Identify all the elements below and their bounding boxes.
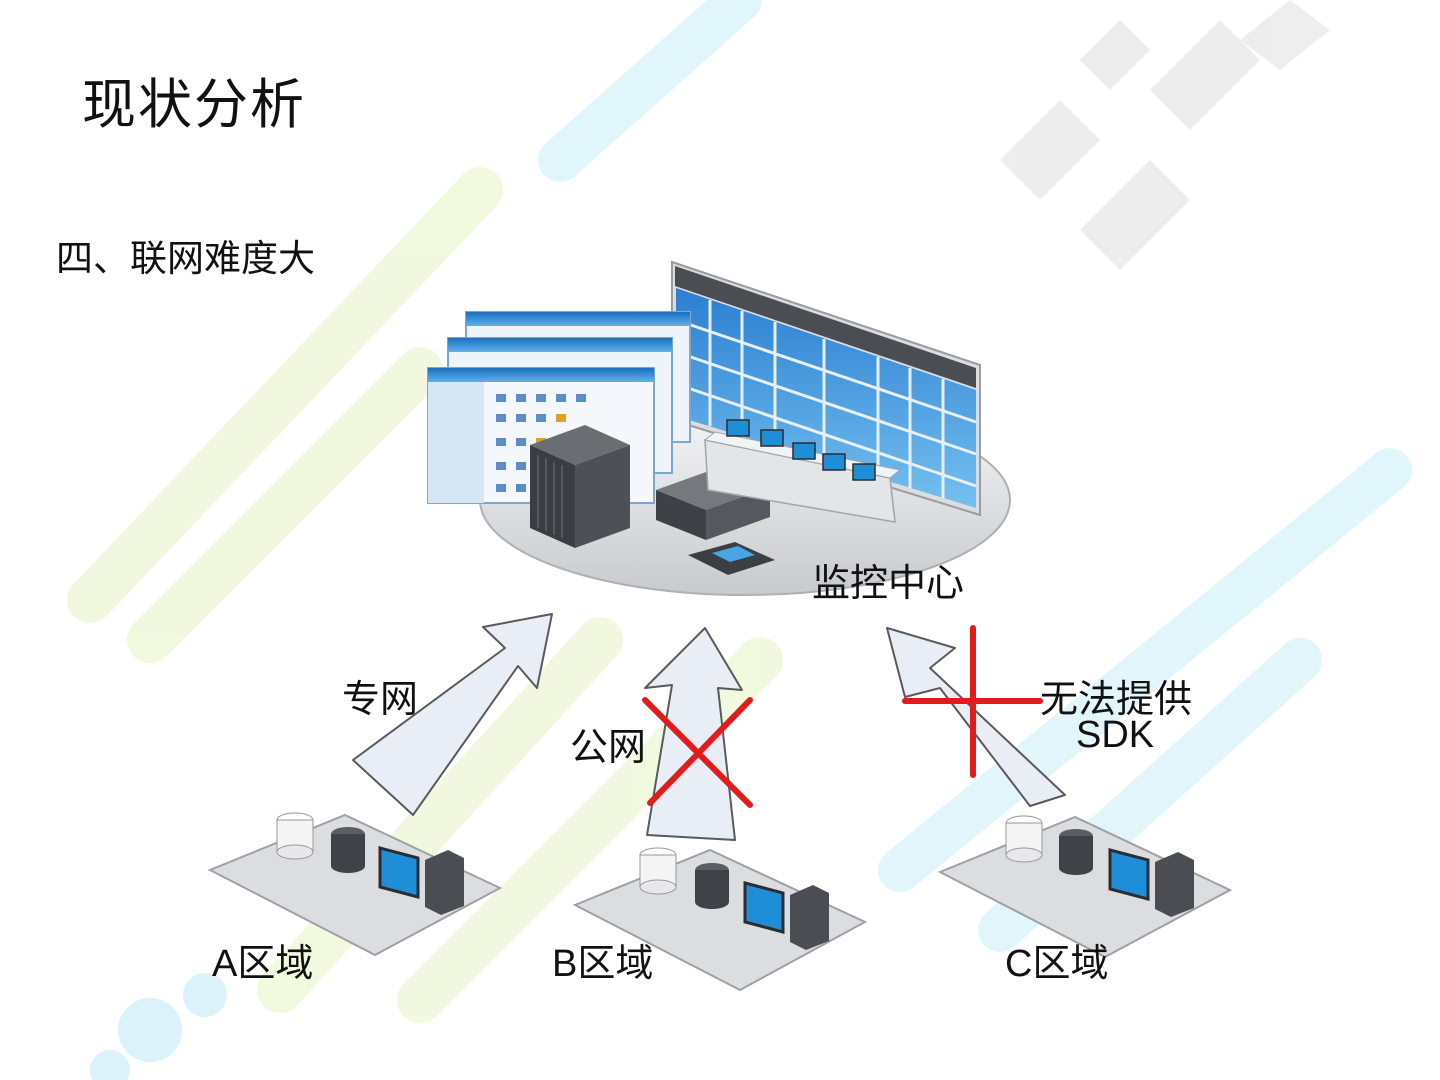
no-sdk-label-line1: 无法提供 bbox=[1040, 677, 1193, 721]
no-sdk-label-line2: SDK bbox=[1076, 714, 1155, 756]
region-a-label: A区域 bbox=[212, 943, 314, 985]
public-network-blocked-cross bbox=[642, 697, 753, 808]
public-network-label: 公网 bbox=[570, 725, 647, 769]
region-b-illustration bbox=[572, 847, 868, 992]
region-b-label: B区域 bbox=[552, 943, 654, 985]
slide-title: 现状分析 bbox=[82, 73, 306, 136]
private-network-arrow bbox=[352, 613, 553, 816]
server-cabinet bbox=[530, 425, 630, 548]
ptz-keyboard bbox=[688, 542, 775, 575]
region-c-illustration bbox=[937, 815, 1233, 959]
sdk-blocked-cross bbox=[902, 625, 1043, 778]
monitoring-center-label: 监控中心 bbox=[812, 561, 965, 605]
private-network-label: 专网 bbox=[342, 677, 419, 721]
region-a-illustration bbox=[207, 812, 503, 957]
console-desk bbox=[703, 419, 902, 523]
region-c-label: C区域 bbox=[1005, 943, 1109, 985]
section-heading: 四、联网难度大 bbox=[56, 237, 315, 280]
software-windows bbox=[427, 311, 691, 504]
monitoring-center-illustration bbox=[427, 260, 1011, 596]
